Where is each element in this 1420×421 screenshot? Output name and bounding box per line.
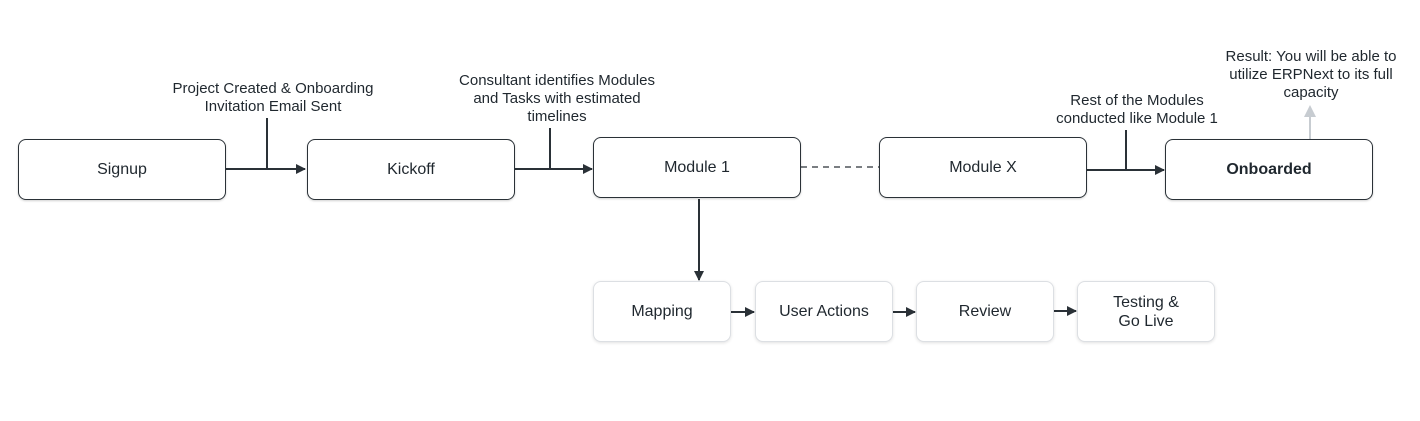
onboarded-node-label: Onboarded <box>1226 161 1312 178</box>
signup-node: Signup <box>18 139 226 200</box>
result-label-line2: utilize ERPNext to its full <box>1229 66 1393 83</box>
testing-go-live-label-line1: Testing & <box>1113 293 1179 311</box>
kickoff-node-label: Kickoff <box>387 161 435 178</box>
signup-kickoff-label-line2: Invitation Email Sent <box>204 98 342 115</box>
testing-go-live-label-line2: Go Live <box>1118 312 1174 330</box>
review-node-label: Review <box>958 303 1012 320</box>
kickoff-module1-label: Consultant identifies Modules and Tasks … <box>437 72 677 126</box>
onboarded-node: Onboarded <box>1165 139 1373 200</box>
kickoff-module1-label-line2: and Tasks with estimated <box>473 90 641 107</box>
result-label: Result: You will be able to utilize ERPN… <box>1206 48 1416 102</box>
modulex-onboarded-label-line2: conducted like Module 1 <box>1056 110 1218 127</box>
modulex-node: Module X <box>879 137 1087 198</box>
signup-kickoff-label-line1: Project Created & Onboarding <box>172 80 374 97</box>
result-label-line1: Result: You will be able to <box>1225 48 1397 65</box>
user-actions-node: User Actions <box>755 281 893 342</box>
signup-node-label: Signup <box>97 161 147 178</box>
kickoff-module1-label-line3: timelines <box>527 108 587 125</box>
review-node: Review <box>916 281 1054 342</box>
modulex-node-label: Module X <box>949 159 1017 176</box>
kickoff-module1-label-line1: Consultant identifies Modules <box>459 72 655 89</box>
mapping-node: Mapping <box>593 281 731 342</box>
kickoff-node: Kickoff <box>307 139 515 200</box>
modulex-onboarded-label: Rest of the Modules conducted like Modul… <box>1037 92 1237 128</box>
mapping-node-label: Mapping <box>631 303 693 320</box>
module1-node: Module 1 <box>593 137 801 198</box>
result-label-line3: capacity <box>1283 84 1339 101</box>
module1-node-label: Module 1 <box>664 159 730 176</box>
user-actions-node-label: User Actions <box>779 303 869 320</box>
signup-kickoff-label: Project Created & Onboarding Invitation … <box>153 80 393 116</box>
modulex-onboarded-label-line1: Rest of the Modules <box>1070 92 1204 109</box>
testing-go-live-node: Testing & Go Live <box>1077 281 1215 342</box>
